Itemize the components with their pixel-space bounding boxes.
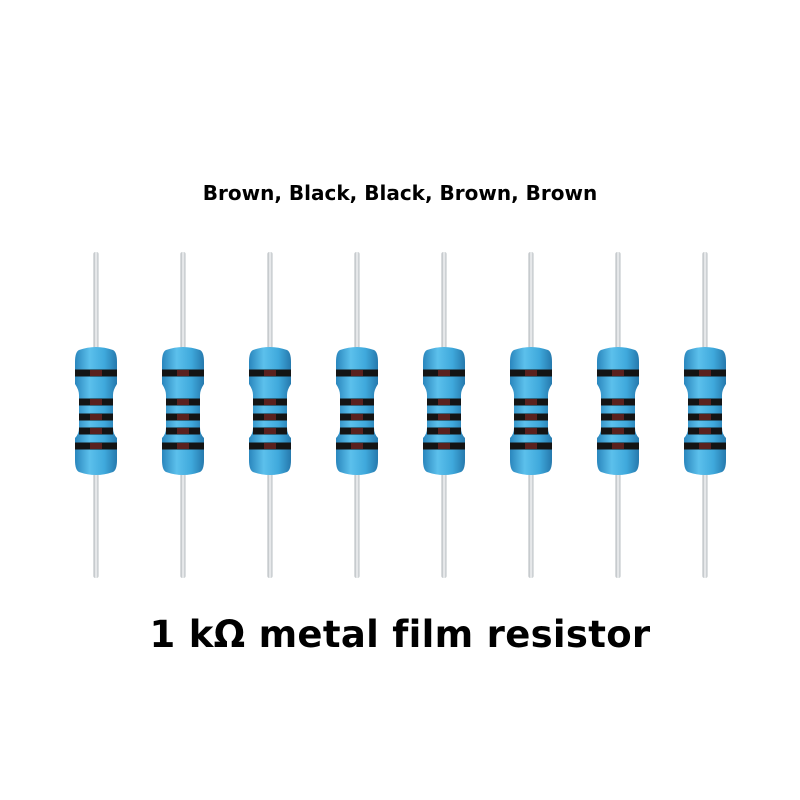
color-band-highlight bbox=[438, 399, 450, 405]
resistor-body bbox=[75, 347, 117, 475]
color-band-highlight bbox=[90, 414, 102, 420]
resistor-body bbox=[684, 347, 726, 475]
resistor-group bbox=[75, 252, 726, 578]
color-band-highlight bbox=[525, 399, 537, 405]
resistor bbox=[75, 252, 117, 578]
color-band-highlight bbox=[264, 370, 276, 376]
color-band-highlight bbox=[699, 414, 711, 420]
resistor-body bbox=[249, 347, 291, 475]
color-band-highlight bbox=[90, 399, 102, 405]
color-band-highlight bbox=[351, 428, 363, 434]
color-band-highlight bbox=[525, 414, 537, 420]
color-band-highlight bbox=[351, 443, 363, 449]
color-band-highlight bbox=[612, 370, 624, 376]
color-band-highlight bbox=[699, 399, 711, 405]
color-band-highlight bbox=[351, 370, 363, 376]
color-band-highlight bbox=[177, 414, 189, 420]
color-band-highlight bbox=[90, 428, 102, 434]
resistor bbox=[510, 252, 552, 578]
resistor bbox=[249, 252, 291, 578]
color-band-highlight bbox=[264, 399, 276, 405]
color-band-highlight bbox=[264, 428, 276, 434]
color-band-highlight bbox=[612, 414, 624, 420]
resistor-body bbox=[423, 347, 465, 475]
resistor-body bbox=[510, 347, 552, 475]
resistor-body bbox=[597, 347, 639, 475]
color-band-highlight bbox=[438, 443, 450, 449]
color-band-highlight bbox=[699, 370, 711, 376]
color-band-highlight bbox=[438, 414, 450, 420]
color-band-highlight bbox=[351, 414, 363, 420]
resistor-body bbox=[162, 347, 204, 475]
resistor bbox=[336, 252, 378, 578]
color-band-highlight bbox=[525, 443, 537, 449]
resistor-body bbox=[336, 347, 378, 475]
resistor bbox=[423, 252, 465, 578]
color-band-highlight bbox=[525, 370, 537, 376]
product-title: 1 kΩ metal film resistor bbox=[149, 613, 651, 656]
color-band-highlight bbox=[90, 443, 102, 449]
color-band-highlight bbox=[177, 443, 189, 449]
color-band-highlight bbox=[264, 414, 276, 420]
color-band-highlight bbox=[177, 428, 189, 434]
color-band-highlight bbox=[612, 428, 624, 434]
color-band-highlight bbox=[438, 370, 450, 376]
color-band-highlight bbox=[612, 399, 624, 405]
color-band-highlight bbox=[264, 443, 276, 449]
resistor bbox=[162, 252, 204, 578]
color-band-highlight bbox=[612, 443, 624, 449]
color-band-highlight bbox=[438, 428, 450, 434]
color-band-highlight bbox=[699, 428, 711, 434]
resistor bbox=[597, 252, 639, 578]
band-color-caption: Brown, Black, Black, Brown, Brown bbox=[202, 181, 598, 205]
color-band-highlight bbox=[177, 399, 189, 405]
color-band-highlight bbox=[177, 370, 189, 376]
color-band-highlight bbox=[90, 370, 102, 376]
color-band-highlight bbox=[351, 399, 363, 405]
color-band-highlight bbox=[525, 428, 537, 434]
color-band-highlight bbox=[699, 443, 711, 449]
resistor bbox=[684, 252, 726, 578]
